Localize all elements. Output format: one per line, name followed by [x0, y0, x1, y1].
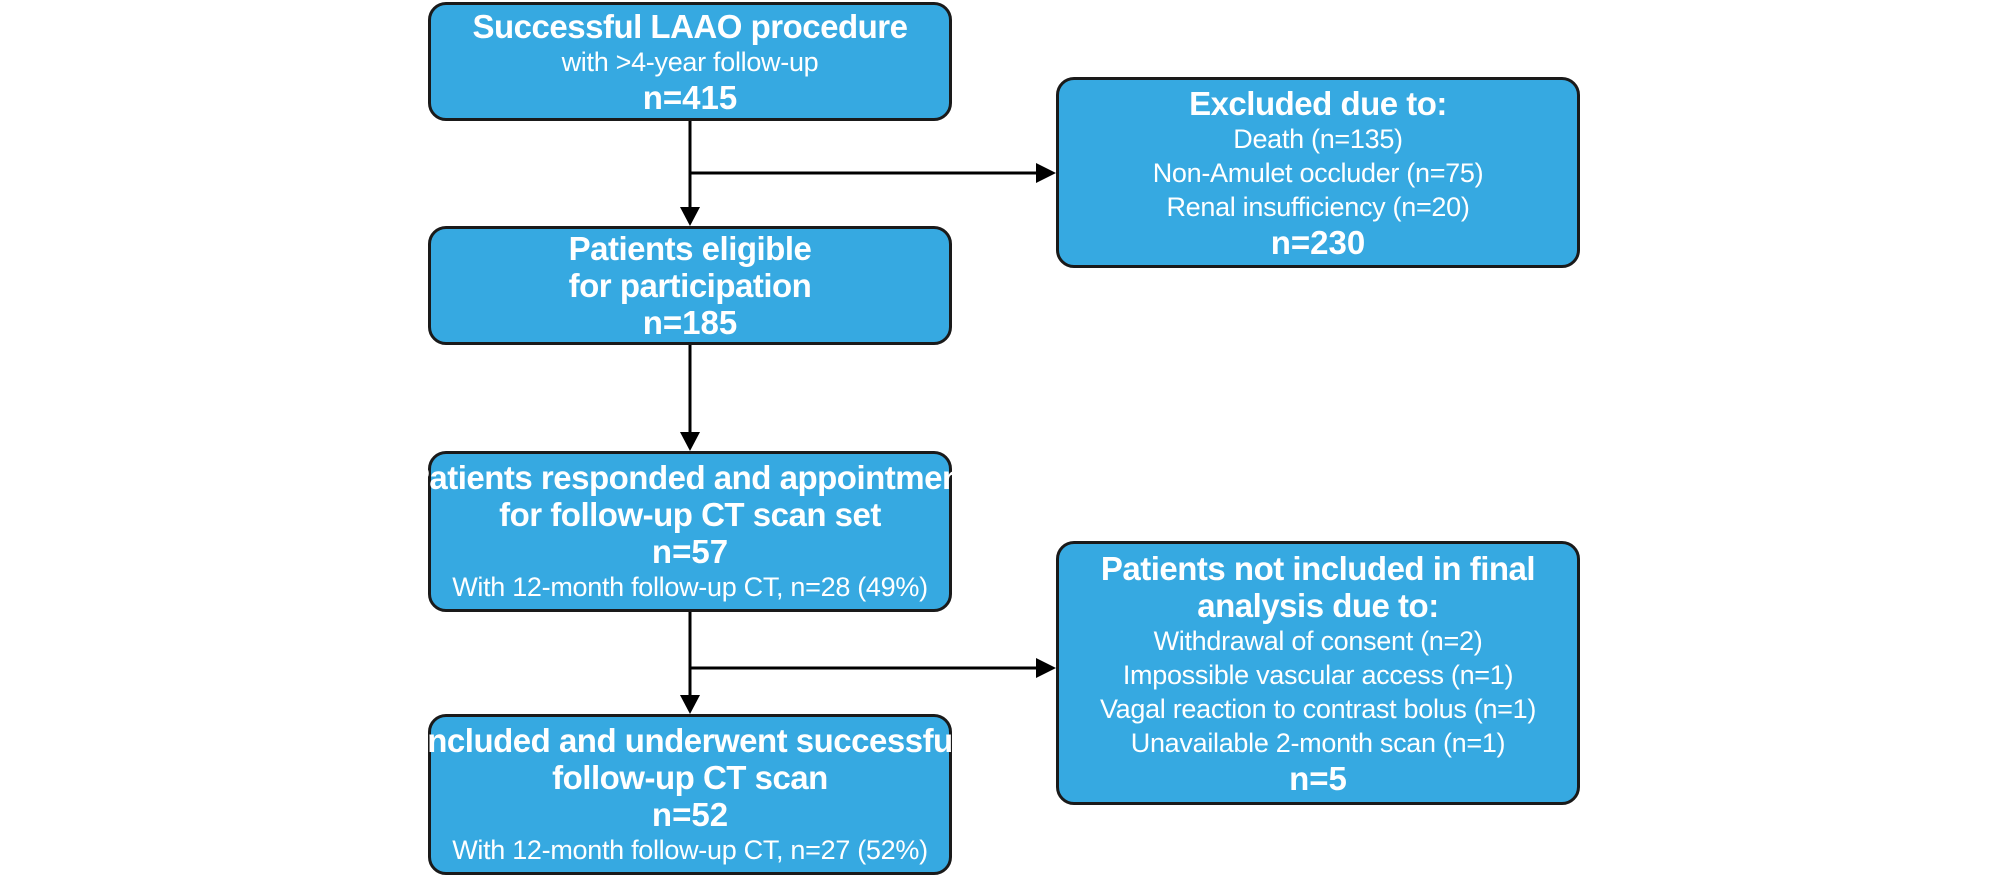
box-count: n=415 [642, 78, 738, 116]
arrowhead-responded [680, 432, 700, 451]
box-included: Included and underwent successful follow… [419, 714, 962, 875]
box-count: n=57 [651, 533, 729, 570]
box-title-line1: Patients eligible [568, 230, 812, 267]
box-title-line2: for participation [568, 267, 812, 304]
box-count: n=52 [651, 796, 729, 833]
exclusion-reason: Death (n=135) [1233, 123, 1403, 154]
box-responded: Patients responded and appointment for f… [408, 451, 973, 612]
box-successful-laao: Successful LAAO procedure with >4-year f… [428, 2, 952, 121]
arrowhead-included [680, 695, 700, 714]
box-excluded: Excluded due to: Death (n=135) Non-Amule… [1056, 77, 1580, 268]
arrowhead-eligible [680, 207, 700, 226]
box-count: n=5 [1289, 759, 1347, 797]
box-subtitle: with >4-year follow-up [561, 46, 819, 77]
box-eligible: Patients eligible for participation n=18… [428, 226, 952, 345]
box-title-line2: follow-up CT scan [552, 759, 828, 796]
arrowhead-excluded [1036, 163, 1056, 183]
box-count: n=185 [642, 304, 738, 341]
box-title: Excluded due to: [1189, 84, 1447, 122]
exclusion-reason: Non-Amulet occluder (n=75) [1152, 157, 1484, 188]
box-title-line1: Included and underwent successful [418, 722, 962, 759]
box-note: With 12-month follow-up CT, n=28 (49%) [452, 572, 928, 602]
box-note: With 12-month follow-up CT, n=27 (52%) [452, 835, 928, 865]
exclusion-reason: Renal insufficiency (n=20) [1166, 191, 1470, 222]
exclusion-reason: Impossible vascular access (n=1) [1122, 659, 1514, 690]
box-title-line2: analysis due to: [1197, 586, 1439, 624]
box-title-line2: for follow-up CT scan set [499, 496, 881, 533]
arrowhead-not-included [1036, 658, 1056, 678]
exclusion-reason: Withdrawal of consent (n=2) [1153, 625, 1483, 656]
box-count: n=230 [1270, 223, 1366, 261]
exclusion-reason: Vagal reaction to contrast bolus (n=1) [1099, 693, 1537, 724]
exclusion-reason: Unavailable 2-month scan (n=1) [1130, 727, 1506, 758]
box-title-line1: Patients not included in final [1100, 549, 1536, 587]
box-title: Successful LAAO procedure [472, 7, 908, 45]
box-title-line1: Patients responded and appointment [407, 459, 973, 496]
box-not-included: Patients not included in final analysis … [1056, 541, 1580, 805]
